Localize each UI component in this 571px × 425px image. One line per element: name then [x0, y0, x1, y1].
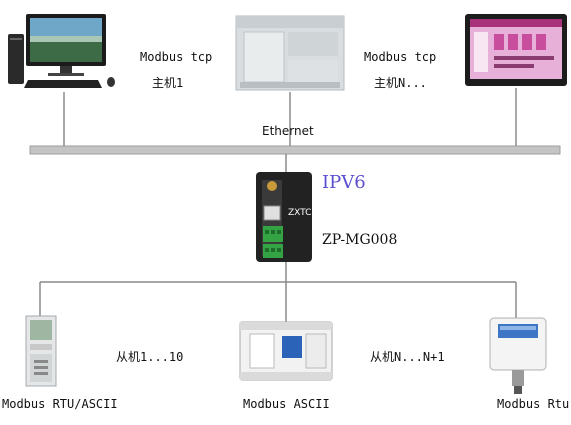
din-rail-module-icon — [25, 315, 57, 387]
slave-range-n-label: 从机N...N+1 — [370, 350, 445, 364]
ethernet-bus — [29, 145, 561, 155]
slave3-protocol-label: Modbus Rtu — [497, 397, 570, 411]
sensor-transmitter-icon — [489, 317, 547, 394]
slave-range-1-label: 从机1...10 — [116, 350, 184, 364]
hmi-touch-panel-icon — [465, 14, 567, 86]
slave1-protocol-label: Modbus RTU/ASCII — [2, 397, 118, 411]
masterN-protocol-label: Modbus tcp — [364, 50, 437, 64]
ipv6-label: IPV6 — [322, 172, 366, 193]
slave2-protocol-label: Modbus ASCII — [243, 397, 330, 411]
compact-plc-icon — [239, 321, 333, 381]
gateway-brand-label: ZXTC — [288, 208, 312, 218]
master1-protocol-label: Modbus tcp — [140, 50, 213, 64]
masterN-name-label: 主机N... — [374, 76, 427, 90]
gateway-model-label: ZP-MG008 — [322, 232, 398, 248]
ethernet-label: Ethernet — [262, 124, 314, 138]
desktop-computer-icon — [8, 14, 115, 88]
master1-name-label: 主机1 — [152, 76, 184, 90]
gateway-device-icon — [256, 172, 312, 262]
plc-controller-icon — [235, 15, 345, 91]
